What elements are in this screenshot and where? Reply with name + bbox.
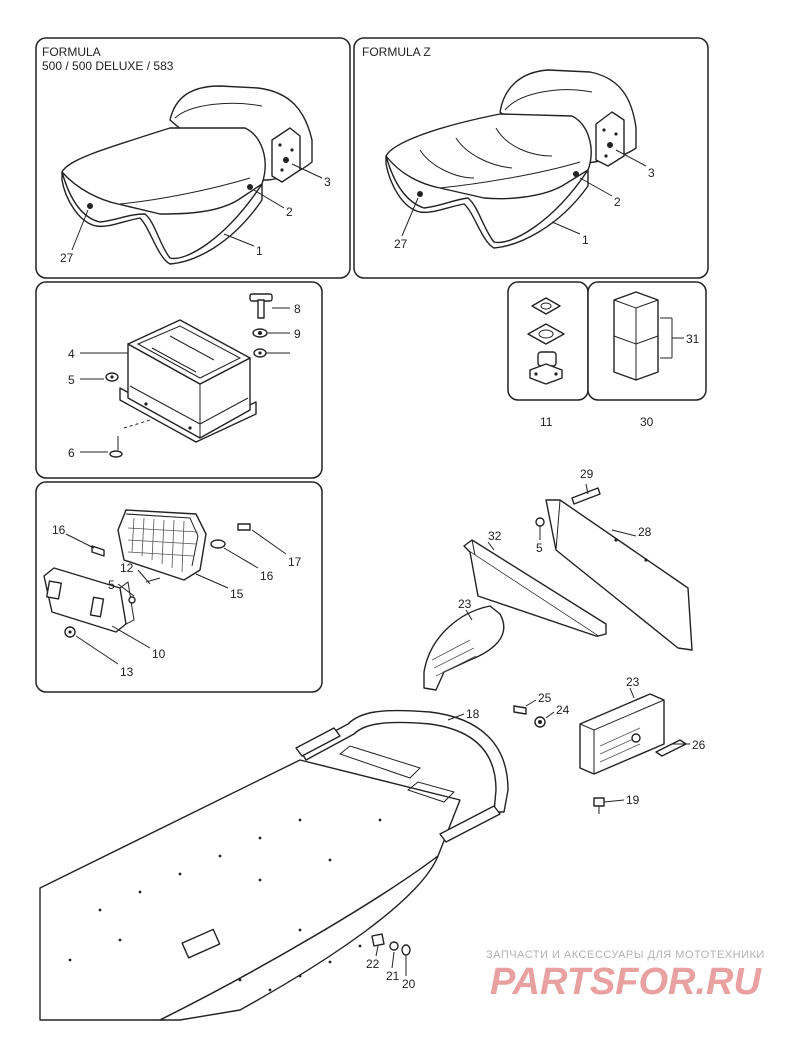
callout-16: 16 — [260, 569, 274, 583]
callout-17: 17 — [288, 555, 302, 569]
hardware-stack — [105, 293, 273, 458]
rear-assembly — [39, 487, 693, 1021]
callout-4: 4 — [68, 347, 75, 361]
callout-11: 11 — [540, 415, 553, 429]
callouts: 8 9 4 5 6 — [68, 302, 301, 460]
panel-storage-box: 8 9 4 5 6 — [35, 281, 323, 479]
callout-21: 21 — [386, 969, 400, 983]
panel-seat-formula-z: FORMULA Z 3 2 1 27 — [353, 37, 709, 279]
callout-28: 28 — [638, 525, 652, 539]
panel-seat-formula-500: FORMULA 500 / 500 DELUXE / 583 3 2 — [35, 37, 351, 279]
callout-19: 19 — [626, 793, 640, 807]
callout-5: 5 — [68, 373, 75, 387]
watermark: ЗАПЧАСТИ И АКСЕССУАРЫ ДЛЯ МОТОТЕХНИКИ PA… — [486, 949, 765, 1003]
seat-assembly — [61, 85, 313, 265]
callout-27: 27 — [394, 237, 408, 251]
callout-14: 16 — [52, 523, 66, 537]
callout-24: 24 — [556, 703, 570, 717]
callout-1: 1 — [256, 244, 263, 258]
callout-32: 32 — [488, 529, 502, 543]
callouts: 3 2 1 27 — [60, 163, 331, 265]
callout-3: 3 — [648, 166, 655, 180]
rear-callouts: 29 28 5 32 23 23 18 25 24 26 19 22 21 20 — [366, 467, 706, 991]
callout-26: 26 — [692, 738, 706, 752]
panel-tail-light: 16 12 5 13 10 15 16 17 — [35, 481, 323, 693]
callout-18: 18 — [466, 707, 480, 721]
callout-13: 13 — [120, 665, 134, 679]
callout-22: 22 — [366, 957, 380, 971]
tail-light — [43, 509, 251, 638]
callout-23-upper: 23 — [458, 597, 472, 611]
callout-6: 6 — [68, 446, 75, 460]
callout-20: 20 — [402, 977, 416, 991]
callout-3: 3 — [324, 175, 331, 189]
panel-title-line-1: FORMULA — [42, 45, 101, 59]
callout-5: 5 — [536, 541, 543, 555]
callout-25: 25 — [538, 691, 552, 705]
storage-box — [119, 319, 257, 443]
callouts: 16 12 5 13 10 15 16 17 — [52, 523, 302, 679]
callouts: 3 2 1 27 — [394, 149, 655, 251]
callout-31: 31 — [686, 332, 700, 346]
watermark-logo: PARTSFOR.RU — [490, 961, 762, 1003]
panel-kit-30: 31 30 — [587, 281, 707, 429]
callout-2: 2 — [286, 205, 293, 219]
callout-29: 29 — [580, 467, 594, 481]
callout-2: 2 — [614, 195, 621, 209]
callout-15: 15 — [230, 587, 244, 601]
callout-7: 8 — [294, 302, 301, 316]
watermark-tagline: ЗАПЧАСТИ И АКСЕССУАРЫ ДЛЯ МОТОТЕХНИКИ — [486, 949, 765, 961]
callout-27: 27 — [60, 251, 74, 265]
callout-30: 30 — [640, 415, 654, 429]
callout-1: 1 — [582, 233, 589, 247]
seat-assembly — [385, 69, 637, 249]
callout-12: 12 — [120, 561, 134, 575]
panel-kit-11: 11 — [507, 281, 589, 429]
callout-5: 5 — [108, 578, 115, 592]
panel-title-line-2: 500 / 500 DELUXE / 583 — [42, 59, 174, 73]
callout-8: 9 — [294, 327, 301, 341]
callout-10: 10 — [152, 647, 166, 661]
panel-title: FORMULA Z — [362, 45, 431, 59]
callout-23-lower: 23 — [626, 675, 640, 689]
